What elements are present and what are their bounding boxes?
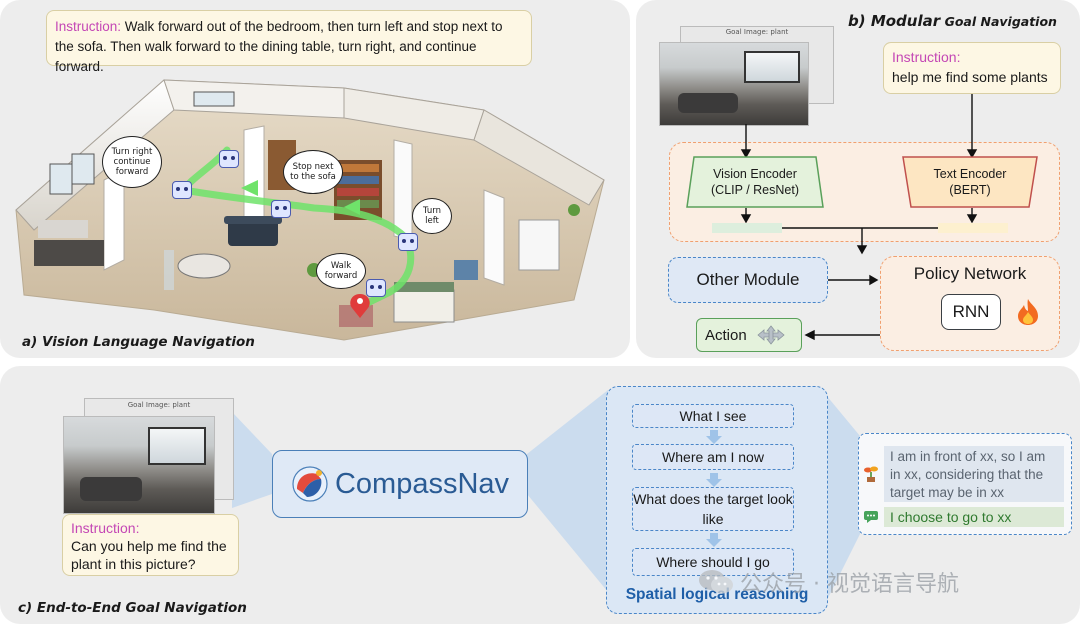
panel-b-instruction-box: Instruction: help me find some plants bbox=[883, 42, 1061, 94]
panel-c-instruction-label: Instruction: bbox=[71, 520, 140, 536]
panel-b-connectors bbox=[740, 94, 978, 341]
panel-c-title: c) End-to-End Goal Navigation bbox=[18, 600, 247, 616]
decision-text: I choose to go to xx bbox=[890, 509, 1012, 525]
bubble-turn-left: Turn left bbox=[412, 198, 452, 234]
bubble-stop-sofa-text: Stop next to the sofa bbox=[290, 162, 336, 182]
bubble-walk-forward: Walk forward bbox=[316, 253, 366, 289]
decision-text-box: I choose to go to xx bbox=[884, 507, 1064, 527]
watermark-text: 公众号 · 视觉语言导航 bbox=[740, 572, 959, 597]
policy-network-label: Policy Network bbox=[913, 264, 1027, 283]
robot-icon bbox=[366, 279, 386, 297]
location-pin-icon bbox=[350, 294, 370, 318]
panel-b-goal-image-label: Goal Image: plant bbox=[725, 28, 789, 36]
bubble-turn-right: Turn right continue forward bbox=[102, 136, 162, 188]
robot-icon bbox=[172, 181, 192, 199]
compass-logo-icon bbox=[292, 466, 328, 502]
text-encoder-label: Text Encoder (BERT) bbox=[933, 167, 1007, 197]
panel-c-goal-image-label: Goal Image: plant bbox=[127, 401, 191, 409]
house-floorplan-illustration bbox=[15, 79, 605, 341]
panel-b-goal-image bbox=[659, 42, 809, 126]
compassnav-brand: CompassNav bbox=[334, 467, 510, 500]
panel-b-title-sub: Goal Navigation bbox=[944, 14, 1057, 29]
thought-text: I am in front of xx, so I am in xx, cons… bbox=[890, 449, 1046, 500]
panel-a-instruction-label: Instruction: bbox=[55, 19, 122, 34]
panel-b-title: b) Modular Goal Navigation bbox=[848, 12, 1057, 31]
chat-bubble-icon bbox=[864, 511, 878, 523]
robot-icon bbox=[398, 233, 418, 251]
plant-icon bbox=[864, 466, 878, 482]
robot-icon bbox=[219, 150, 239, 168]
vision-feature-bar bbox=[712, 223, 782, 233]
robot-icon bbox=[271, 200, 291, 218]
panel-c-projections bbox=[232, 390, 860, 602]
vision-encoder-shape bbox=[686, 156, 824, 208]
bubble-stop-sofa: Stop next to the sofa bbox=[283, 150, 343, 194]
panel-c-goal-image bbox=[63, 416, 215, 514]
move-arrows-icon bbox=[757, 325, 785, 345]
panel-a-instruction-text: Walk forward out of the bedroom, then tu… bbox=[55, 19, 503, 74]
panel-b-instruction-label: Instruction: bbox=[892, 49, 961, 65]
fire-icon bbox=[1018, 299, 1038, 325]
bubble-walk-forward-text: Walk forward bbox=[324, 261, 358, 281]
action-label: Action bbox=[705, 326, 747, 344]
bubble-turn-left-text: Turn left bbox=[422, 206, 442, 226]
reasoning-step-2: Where am I now bbox=[632, 444, 794, 470]
thought-text-box: I am in front of xx, so I am in xx, cons… bbox=[884, 446, 1064, 502]
other-module-box: Other Module bbox=[668, 257, 828, 303]
panel-b-title-main: b) Modular bbox=[848, 12, 941, 30]
panel-c-instruction-box: Instruction: Can you help me find the pl… bbox=[62, 514, 239, 576]
panel-c-instruction-text: Can you help me find the plant in this p… bbox=[71, 538, 227, 572]
panel-a-instruction-box: Instruction: Walk forward out of the bed… bbox=[46, 10, 532, 74]
bubble-turn-right-text: Turn right continue forward bbox=[111, 147, 153, 177]
watermark: 公众号 · 视觉语言导航 bbox=[698, 566, 959, 598]
reasoning-step-3: What does the target look like bbox=[632, 487, 794, 531]
compassnav-box: CompassNav bbox=[272, 450, 528, 518]
action-box: Action bbox=[696, 318, 802, 352]
reasoning-step-1: What I see bbox=[632, 404, 794, 428]
vision-encoder-label: Vision Encoder (CLIP / ResNet) bbox=[711, 167, 799, 197]
reasoning-label: Spatial logical reasoning bbox=[625, 586, 809, 603]
rnn-box: RNN bbox=[941, 294, 1001, 330]
reasoning-step-arrows bbox=[706, 430, 722, 547]
panel-b-instruction-text: help me find some plants bbox=[892, 69, 1048, 85]
text-feature-bar bbox=[938, 223, 1008, 233]
text-encoder-shape bbox=[902, 156, 1038, 208]
wechat-icon bbox=[699, 570, 733, 594]
panel-a-title: a) Vision Language Navigation bbox=[22, 334, 255, 350]
